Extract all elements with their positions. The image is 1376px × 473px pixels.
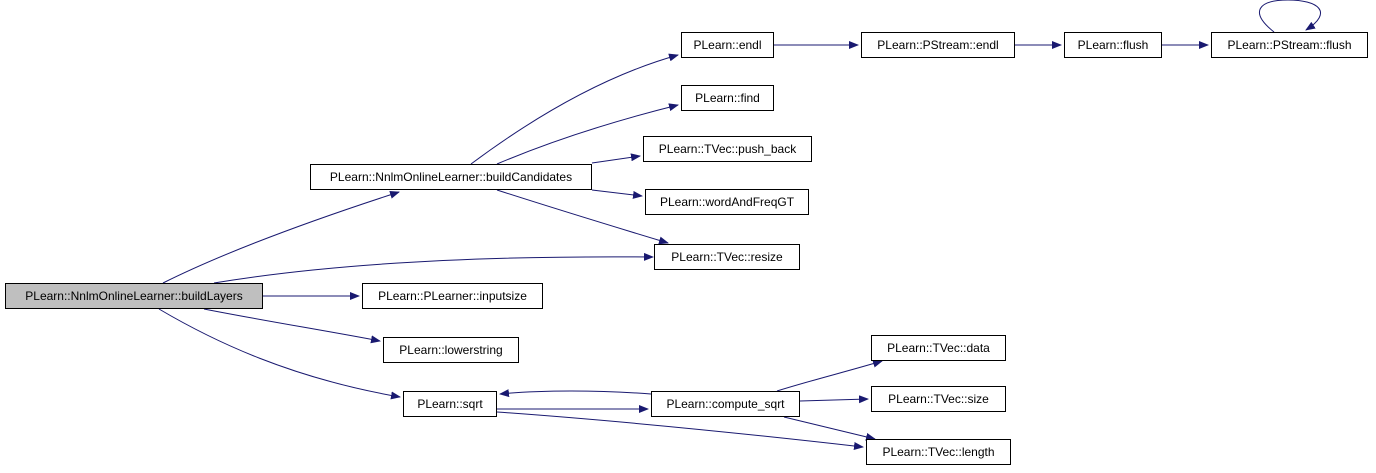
node-wordandfreqgt[interactable]: PLearn::wordAndFreqGT: [645, 189, 809, 215]
node-sqrt[interactable]: PLearn::sqrt: [403, 391, 497, 417]
node-resize[interactable]: PLearn::TVec::resize: [654, 244, 800, 270]
edge-buildcandidates-to-find: [496, 103, 679, 165]
edge-layer: [158, 0, 1321, 450]
node-length[interactable]: PLearn::TVec::length: [866, 439, 1011, 465]
node-data[interactable]: PLearn::TVec::data: [871, 335, 1006, 361]
node-lowerstring[interactable]: PLearn::lowerstring: [383, 337, 519, 363]
node-buildcandidates[interactable]: PLearn::NnlmOnlineLearner::buildCandidat…: [310, 164, 592, 190]
node-endl[interactable]: PLearn::endl: [681, 32, 774, 58]
node-pstream-flush[interactable]: PLearn::PStream::flush: [1211, 32, 1368, 58]
node-inputsize[interactable]: PLearn::PLearner::inputsize: [362, 283, 543, 309]
edge-buildcandidates-to-endl: [470, 53, 679, 165]
edge-buildlayers-to-resize: [213, 252, 654, 284]
edge-buildcandidates-to-wordandfreqgt: [591, 189, 643, 199]
node-find[interactable]: PLearn::find: [681, 85, 774, 111]
edge-compute_sqrt-to-sqrt: [499, 389, 652, 398]
edge-buildcandidates-to-push_back: [591, 153, 641, 164]
edge-pstream_flush-to-pstream_flush: [1259, 0, 1321, 33]
edge-compute_sqrt-to-length: [783, 416, 876, 441]
edge-buildlayers-to-sqrt: [158, 308, 401, 400]
node-buildlayers: PLearn::NnlmOnlineLearner::buildLayers: [5, 283, 263, 309]
node-push-back[interactable]: PLearn::TVec::push_back: [643, 136, 812, 162]
node-flush[interactable]: PLearn::flush: [1064, 32, 1162, 58]
edge-buildlayers-to-buildcandidates: [162, 190, 400, 284]
node-size[interactable]: PLearn::TVec::size: [871, 386, 1006, 412]
edge-sqrt-to-length: [496, 411, 864, 450]
edge-compute_sqrt-to-data: [776, 359, 883, 392]
node-pstream-endl[interactable]: PLearn::PStream::endl: [861, 32, 1015, 58]
edge-buildcandidates-to-resize: [496, 189, 669, 245]
edge-compute_sqrt-to-size: [799, 395, 869, 404]
node-compute-sqrt[interactable]: PLearn::compute_sqrt: [651, 391, 800, 417]
edge-buildlayers-to-lowerstring: [203, 308, 381, 344]
